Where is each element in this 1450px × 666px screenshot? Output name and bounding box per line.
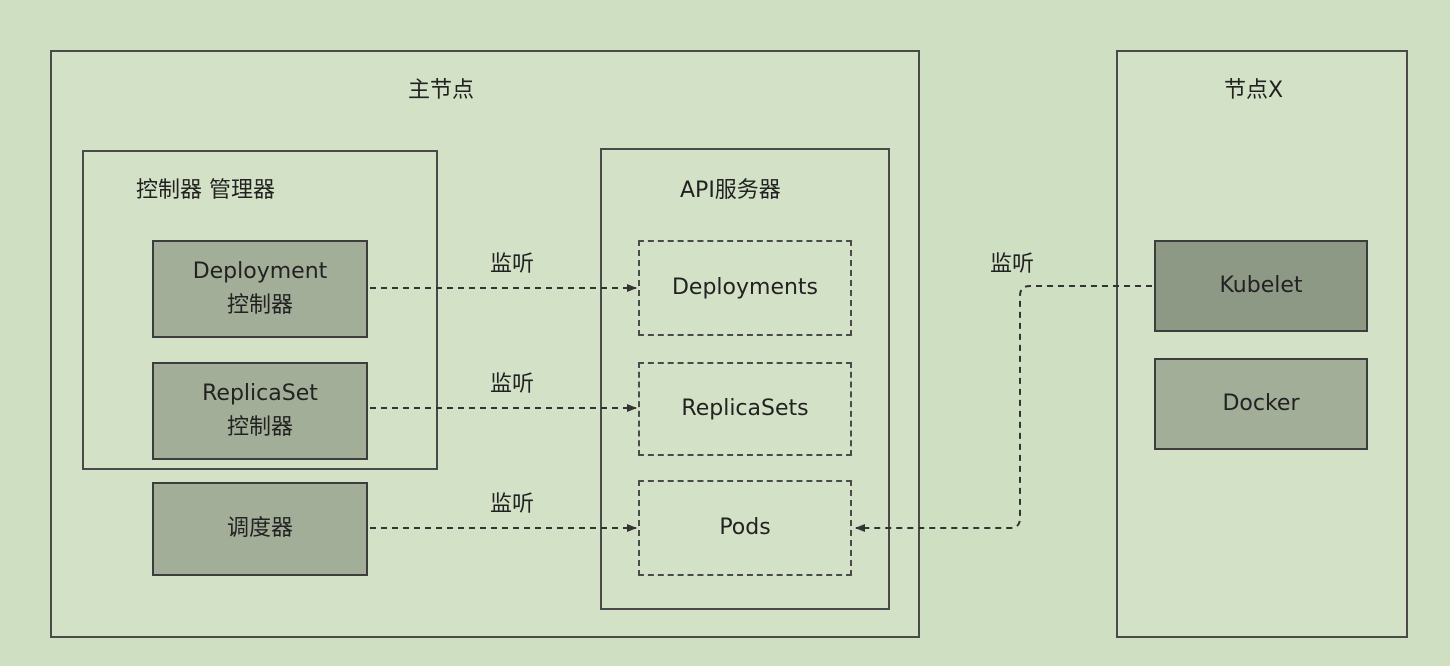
pods-resource-box: Pods [638, 480, 852, 576]
api-server-title: API服务器 [680, 178, 781, 203]
watch-label-scheduler: 监听 [490, 492, 535, 517]
deployments-resource-label: Deployments [671, 275, 819, 300]
scheduler-box: 调度器 [152, 482, 368, 576]
replicaset-controller-box: ReplicaSet 控制器 [152, 362, 368, 460]
replicaset-controller-line2: 控制器 [226, 415, 293, 440]
watch-label-replicaset: 监听 [490, 372, 535, 397]
replicaset-controller-line1: ReplicaSet [202, 381, 318, 406]
replicasets-resource-label: ReplicaSets [681, 396, 809, 421]
pods-resource-label: Pods [719, 515, 771, 540]
controller-manager-title: 控制器 管理器 [136, 178, 275, 203]
watch-label-kubelet: 监听 [990, 252, 1035, 277]
node-x-title: 节点X [1224, 78, 1284, 103]
master-node-title: 主节点 [408, 78, 475, 103]
replicasets-resource-box: ReplicaSets [638, 362, 852, 456]
api-server-box [600, 148, 890, 610]
deployment-controller-box: Deployment 控制器 [152, 240, 368, 338]
watch-label-deployment: 监听 [490, 252, 535, 277]
scheduler-label: 调度器 [226, 516, 293, 541]
node-x-box [1116, 50, 1408, 638]
docker-label: Docker [1222, 391, 1300, 416]
docker-box: Docker [1154, 358, 1368, 450]
kubelet-box: Kubelet [1154, 240, 1368, 332]
deployment-controller-line1: Deployment [192, 259, 328, 284]
deployments-resource-box: Deployments [638, 240, 852, 336]
deployment-controller-line2: 控制器 [226, 293, 293, 318]
kubelet-label: Kubelet [1219, 273, 1303, 298]
